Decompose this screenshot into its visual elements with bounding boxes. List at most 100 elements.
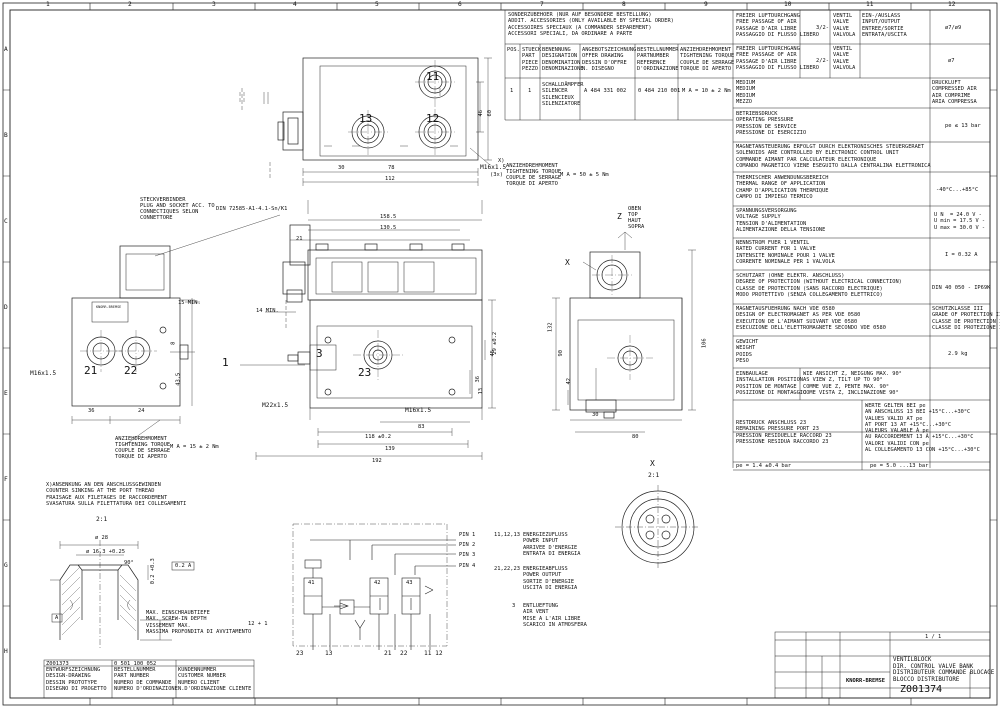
left-thread: M16x1.5 (30, 370, 57, 377)
grid-col-1: 1 (46, 1, 50, 8)
valve-43: 43 (406, 580, 413, 586)
spec-9-value: DIN 40 050 - IP69K (932, 285, 991, 291)
grid-col-3: 3 (212, 1, 216, 8)
dim-left-36: 36 (88, 408, 95, 414)
circ-port-23: 23 (296, 650, 304, 657)
dim-15-min: 15 MIN. (178, 300, 201, 306)
accessories-header: SONDERZUBEHOER (NUR AUF BESONDERE BESTEL… (508, 12, 674, 37)
top-torque-en: TIGHTENING TORQUE (506, 169, 562, 175)
spec-7-label: SPANNUNGSVERSORGUNG VOLTAGE SUPPLY TENSI… (736, 208, 826, 233)
grid-row-c: C (4, 218, 8, 225)
spec-3-value: DRUCKLUFT COMPRESSED AIR AIR COMPRIME AR… (932, 80, 977, 105)
center-lines (80, 60, 653, 380)
dim-60: 60 (487, 109, 494, 117)
acc-col-qty: STUECK PART PIECE PEZZO (522, 47, 542, 72)
screw-depth-note: MAX. EINSCHRAUBTIEFE MAX. SCREW-IN DEPTH… (146, 610, 252, 635)
dim-132: 132 (547, 322, 554, 333)
grid-col-10: 10 (784, 1, 792, 8)
dir-top-de: OBEN (628, 206, 641, 212)
countersink-detail (50, 540, 195, 650)
spec-2-label: FREIER LUFTDURCHGANG FREE PASSAGE OF AIR… (736, 46, 819, 71)
pin-2: PIN 2 (459, 542, 476, 548)
numbers-hdr-1: ENTWURFSZEICHNUNG DESIGN-DRAWING DESSIN … (46, 667, 107, 692)
valve-41: 41 (308, 580, 315, 586)
dim-21: 21 (296, 236, 303, 242)
spec-2-value: ø7 (948, 58, 955, 64)
front-thread-m16: M16x1.5 (405, 407, 432, 414)
accessories-table-grid (504, 10, 733, 121)
dir-top-fr: HAUT (628, 218, 641, 224)
spec-1-value: ø7/ø9 (945, 25, 962, 31)
spec-14-mid2: pe = 5.0 ...13 bar (870, 463, 929, 469)
legend-ports-3: 3 (512, 603, 516, 609)
detail-x-scale: 2:1 (648, 472, 660, 479)
legend-text-3: ENTLUEFTUNG AIR VENT MISE A L'AIR LIBRE … (523, 603, 587, 628)
dim-0-2: 0.2 +0.3 (149, 558, 156, 585)
acc-col-partno: BESTELLNUMMER PARTNUMBER REFERENCE D'ORD… (637, 47, 679, 72)
plug-fr: CONNECTIQUES SELON (140, 209, 199, 215)
grid-row-e: E (4, 390, 8, 397)
dim-139: 139 (385, 446, 395, 452)
acc-row-name: SCHALLDÄMPFER SILENCER SILENCIEUX SILENZ… (542, 82, 584, 107)
plug-en: PLUG AND SOCKET ACC. TO (140, 203, 215, 209)
top-thread-depth: (3x) (490, 172, 503, 178)
top-torque-value: M A = 50 ± 5 Nm (560, 172, 609, 178)
grid-col-6: 6 (458, 1, 462, 8)
spec-8-label: NENNSTROM FUER 1 VENTIL RATED CURRENT FO… (736, 240, 835, 265)
plug-it: CONNETTORE (140, 215, 173, 221)
dim-30: 30 (338, 165, 345, 171)
spec-6-label: THERMISCHER ANWENDUNGSBEREICH THERMAL RA… (736, 175, 829, 200)
label-port-23: 23 (358, 366, 372, 379)
spec-3-label: MEDIUM MEDIUM MEDIUM MEZZO (736, 80, 756, 105)
spec-10-label: MAGNETAUSFUEHRUNG NACH VDE 0580 DESIGN O… (736, 306, 886, 331)
dim-83: 83 (418, 424, 425, 430)
spec-1-mid3: EIN-/AUSLASS INPUT/OUTPUT ENTREE/SORTIE … (862, 13, 907, 38)
side-view-left: KNORR-BREMSE (71, 214, 281, 446)
spec-table-grid (732, 10, 991, 471)
spec-10-value: SCHUTZKLASSE III GRADE OF PROTECTION III… (932, 306, 1000, 331)
datum-a: A (55, 615, 59, 621)
view-x-label: X (565, 258, 570, 267)
detail-x-connector (615, 485, 700, 570)
acc-row-torque: M A = 10 ± 2 Nm (682, 88, 731, 94)
view-z-label: Z (617, 212, 622, 221)
label-port-22: 22 (124, 364, 138, 377)
spec-1-label: FREIER LUFTDURCHGANG FREE PASSAGE OF AIR… (736, 13, 819, 38)
dim-158-5: 158.5 (380, 214, 397, 220)
spec-11-value: 2.9 kg (948, 351, 968, 357)
label-port-13: 13 (359, 112, 373, 125)
acc-row-partno: 0 484 210 001 (638, 88, 681, 94)
top-torque-fr: COUPLE DE SERRAGE (506, 175, 562, 181)
side-view-right (552, 231, 696, 433)
grid-col-2: 2 (128, 1, 132, 8)
grid-col-8: 8 (622, 1, 626, 8)
spec-5-label: MAGNETANSTEUERUNG ERFOLGT DURCH ELEKTRON… (736, 144, 931, 169)
label-port-3: 3 (316, 347, 323, 360)
circuit-diagram (292, 523, 456, 650)
plug-din: DIN 72585-A1-4.1-Sn/K1 (216, 206, 288, 212)
drawing-title: VENTILBLOCK DIR. CONTROL VALVE BANK DIST… (893, 657, 995, 683)
label-port-11: 11 (426, 70, 440, 83)
front-thread-m22: M22x1.5 (262, 402, 289, 409)
dim-right-30: 30 (592, 412, 599, 418)
top-thread-x: X) (498, 158, 505, 164)
grid-row-d: D (4, 304, 8, 311)
dim-112: 112 (385, 176, 395, 182)
spec-14-label: pe = 1.4 ±0.4 bar (736, 463, 792, 469)
legend-text-1: ENERGIEZUFLUSS POWER INPUT ARRIVEE D'ENE… (523, 532, 581, 557)
spec-6-value: -40°C...+85°C (936, 187, 979, 193)
grid-col-12: 12 (948, 1, 956, 8)
dim-d28: ø 28 (95, 535, 108, 541)
grid-row-h: H (4, 648, 8, 655)
legend-ports-1: 11,12,13 (494, 532, 520, 538)
countersink-scale: 2:1 (96, 516, 108, 523)
dim-130-5: 130.5 (380, 225, 397, 231)
grid-col-11: 11 (866, 1, 874, 8)
label-port-1: 1 (222, 356, 229, 369)
top-thread: M16x1.5 (480, 164, 507, 171)
numbers-hdr-2: BESTELLNUMMER PART NUMBER NUMERO DE COMM… (114, 667, 178, 692)
grid-col-4: 4 (293, 1, 297, 8)
pin-1: PIN 1 (459, 532, 476, 538)
dir-top-it: SOPRA (628, 224, 645, 230)
